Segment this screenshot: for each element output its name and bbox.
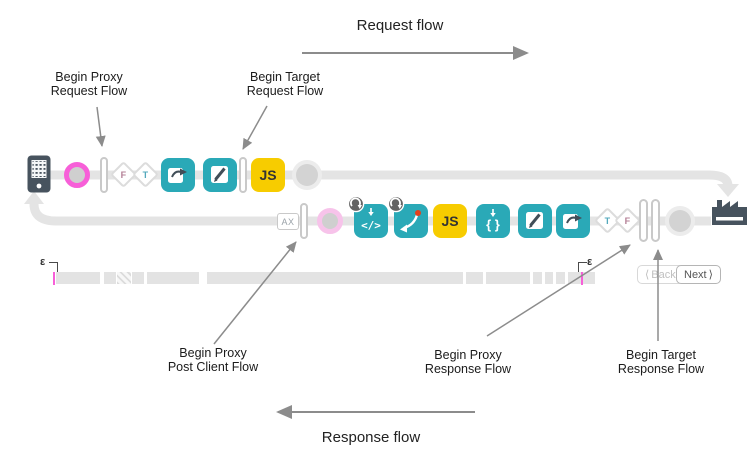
loop-badge-icon bbox=[347, 195, 365, 213]
js-label: JS bbox=[259, 167, 277, 183]
json-policy-icon[interactable]: { } bbox=[476, 204, 510, 238]
chevron-right-icon: ⟩ bbox=[708, 269, 713, 281]
code-icon: </> bbox=[361, 208, 381, 232]
flow-callout-policy-icon[interactable] bbox=[556, 204, 590, 238]
request-flow-label: Request flow bbox=[356, 17, 444, 34]
callout-begin-proxy-response: Begin Proxy Response Flow bbox=[408, 348, 528, 376]
chevron-left-icon: ⟨ bbox=[645, 269, 650, 281]
client-device-icon[interactable] bbox=[27, 155, 51, 193]
callout-arrow-icon bbox=[168, 168, 187, 183]
callout-line: Begin Proxy bbox=[434, 348, 502, 362]
code-glyph: </> bbox=[361, 219, 381, 232]
condition-letter: T bbox=[604, 215, 611, 226]
timeline-segment bbox=[104, 272, 116, 284]
braces-icon: { } bbox=[486, 209, 500, 232]
condition-letter: F bbox=[120, 169, 127, 180]
timeline-segment bbox=[117, 272, 131, 284]
timeline-cursor-tick[interactable] bbox=[581, 272, 583, 285]
extract-variables-policy-icon[interactable]: </> bbox=[354, 204, 388, 238]
callout-line: Begin Target bbox=[250, 70, 320, 84]
proxy-request-start-circle[interactable] bbox=[64, 162, 90, 188]
callout-line: Response Flow bbox=[617, 362, 705, 376]
callout-line: Request Flow bbox=[50, 84, 128, 98]
callout-begin-target-response: Begin Target Response Flow bbox=[601, 348, 721, 376]
javascript-policy-badge[interactable]: JS bbox=[251, 158, 285, 192]
start-bracket bbox=[49, 262, 58, 272]
target-backend-factory-icon[interactable] bbox=[711, 197, 748, 226]
analytics-badge[interactable]: AX bbox=[277, 213, 299, 230]
loop-badge-icon bbox=[387, 195, 405, 213]
begin-proxy-post-client-flow-bar[interactable] bbox=[300, 203, 308, 239]
next-button-label: Next bbox=[684, 268, 707, 281]
javascript-policy-badge[interactable]: JS bbox=[433, 204, 467, 238]
flow-callout-policy-icon[interactable] bbox=[161, 158, 195, 192]
condition-letter: F bbox=[624, 215, 631, 226]
braces-glyph: { } bbox=[486, 217, 500, 232]
request-flow-line bbox=[49, 170, 733, 187]
timeline-segment bbox=[56, 272, 100, 284]
pencil-icon bbox=[211, 166, 228, 183]
route-curve-icon bbox=[400, 210, 421, 233]
pencil-icon bbox=[526, 212, 543, 229]
begin-proxy-request-flow-bar[interactable] bbox=[100, 157, 108, 193]
back-button-label: Back bbox=[651, 268, 676, 281]
timeline-cursor-tick[interactable] bbox=[53, 272, 55, 285]
ax-label: AX bbox=[281, 216, 295, 227]
assign-message-policy-icon[interactable] bbox=[518, 204, 552, 238]
callout-begin-target-request: Begin Target Request Flow bbox=[225, 70, 345, 98]
begin-target-request-flow-bar[interactable] bbox=[239, 157, 247, 193]
response-flow-label: Response flow bbox=[321, 429, 421, 446]
callout-line: Begin Proxy bbox=[179, 346, 247, 360]
condition-letter: T bbox=[142, 169, 149, 180]
timeline-segment bbox=[132, 272, 144, 284]
response-end-circle[interactable] bbox=[317, 208, 343, 234]
epsilon-start-marker: ε bbox=[40, 256, 46, 268]
callout-begin-proxy-request: Begin Proxy Request Flow bbox=[29, 70, 149, 98]
begin-proxy-response-flow-bar[interactable] bbox=[639, 199, 648, 242]
response-flow-arrowhead bbox=[24, 191, 44, 204]
js-label: JS bbox=[441, 213, 459, 229]
begin-target-response-flow-bar[interactable] bbox=[651, 199, 660, 242]
callout-line: Response Flow bbox=[424, 362, 512, 376]
next-button[interactable]: Next ⟩ bbox=[676, 265, 721, 284]
assign-message-policy-icon[interactable] bbox=[203, 158, 237, 192]
response-flow-line bbox=[29, 203, 711, 226]
callout-line: Post Client Flow bbox=[167, 360, 259, 374]
timeline-segment bbox=[466, 272, 483, 284]
request-flow-arrowhead bbox=[717, 184, 739, 197]
callout-line: Begin Target bbox=[626, 348, 696, 362]
route-policy-icon[interactable] bbox=[394, 204, 428, 238]
callout-line: Request Flow bbox=[246, 84, 324, 98]
timeline-segment bbox=[147, 272, 199, 284]
target-response-step-circle[interactable] bbox=[669, 210, 691, 232]
callout-arrow-icon bbox=[563, 214, 582, 229]
callout-begin-proxy-post-client: Begin Proxy Post Client Flow bbox=[143, 346, 283, 374]
target-request-step-circle[interactable] bbox=[296, 164, 318, 186]
callout-line: Begin Proxy bbox=[55, 70, 123, 84]
